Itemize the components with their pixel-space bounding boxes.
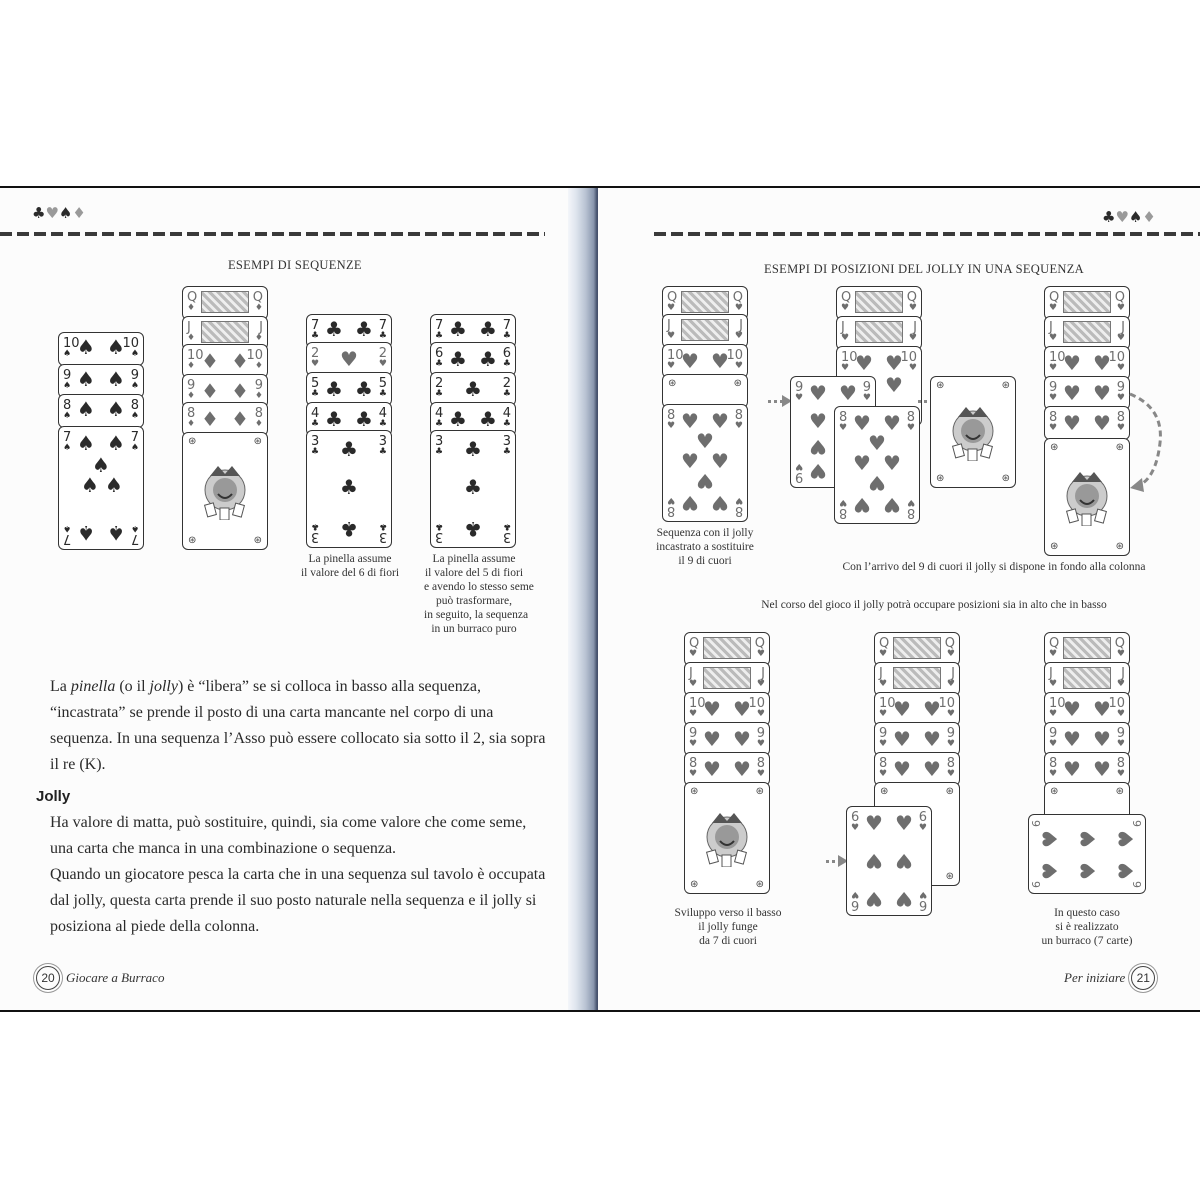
card-jolly: ⊛⊛ ⊛⊛ xyxy=(182,432,268,550)
paragraph-pinella: La pinella (o il jolly) è “libera” se si… xyxy=(50,678,546,773)
jester-icon xyxy=(705,813,748,867)
arrow-dotted xyxy=(826,860,840,863)
card-10-hearts: 10♥♥♥10♥ xyxy=(1044,346,1130,380)
card-8-spades: 8♠♠♠8♠ xyxy=(58,394,144,428)
card-10-spades: 10♠♠♠10♠ xyxy=(58,332,144,366)
card-j-hearts: J♥J♥ xyxy=(1044,316,1130,350)
card-5-clubs: 5♣♣♣5♣ xyxy=(306,372,392,406)
card-8-diamonds: 8♦♦♦8♦ xyxy=(182,402,268,436)
card-2-clubs-pinella: 2♣♣2♣ xyxy=(430,372,516,406)
section-title: ESEMPI DI POSIZIONI DEL JOLLY IN UNA SEQ… xyxy=(764,262,1084,276)
card-8-hearts: 8♥♥♥8♥ xyxy=(874,752,960,786)
header-suits: ♣♥♠♦ xyxy=(1102,208,1156,226)
card-jolly: ⊛⊛ ⊛⊛ xyxy=(1044,438,1130,556)
right-page: ♣♥♠♦ ESEMPI DI POSIZIONI DEL JOLLY IN UN… xyxy=(598,188,1200,1010)
card-8-hearts: 8♥♥♥8♥ xyxy=(1044,752,1130,786)
card-10-diamonds: 10♦♦♦10♦ xyxy=(182,344,268,378)
arrow-dotted xyxy=(768,400,782,403)
card-q-diamonds: Q♦Q♦ xyxy=(182,286,268,320)
card-j-hearts: J♥J♥ xyxy=(874,662,960,696)
card-q-hearts: Q♥Q♥ xyxy=(684,632,770,666)
club-icon: ♣ xyxy=(32,204,46,222)
spade-icon: ♠ xyxy=(1128,208,1143,226)
header-suits: ♣♥♠♦ xyxy=(32,204,86,222)
card-9-spades: 9♠♠♠9♠ xyxy=(58,364,144,398)
footer-left: 20 Giocare a Burraco xyxy=(36,966,164,990)
arrow-right-icon xyxy=(782,395,792,407)
diamond-icon: ♦ xyxy=(1142,208,1156,226)
caption-col4: La pinella assume il valore del 5 di fio… xyxy=(424,553,534,635)
card-10-hearts: 10♥♥♥10♥ xyxy=(1044,692,1130,726)
caption-col3: La pinella assume il valore del 6 di fio… xyxy=(300,553,400,579)
card-j-hearts: J♥J♥ xyxy=(662,314,748,348)
heart-icon: ♥ xyxy=(1115,208,1129,226)
running-title: Giocare a Burraco xyxy=(66,970,165,985)
curved-arrow-icon xyxy=(1129,392,1162,492)
card-9-hearts: 9♥♥♥9♥ xyxy=(1044,722,1130,756)
card-10-hearts: 10♥♥♥10♥ xyxy=(662,344,748,378)
diamond-icon: ♦ xyxy=(72,204,86,222)
card-j-hearts: J♥J♥ xyxy=(1044,662,1130,696)
card-8-hearts: 8♥♥♥8♥ xyxy=(1044,406,1130,440)
jester-icon xyxy=(1065,472,1108,526)
card-jolly-displaced: ⊛⊛ ⊛⊛ xyxy=(930,376,1016,488)
arrow-right-icon xyxy=(838,855,848,867)
header-dashed-rule xyxy=(0,232,545,236)
header-dashed-rule xyxy=(654,232,1200,236)
heart-icon: ♥ xyxy=(45,204,59,222)
card-3-clubs: 3♣3♣ ♣♣♣ 3♣3♣ xyxy=(306,430,392,548)
card-j-hearts: J♥J♥ xyxy=(836,316,922,350)
spade-icon: ♠ xyxy=(58,204,73,222)
footer-right: Per iniziare 21 xyxy=(1064,966,1156,990)
book-spine xyxy=(568,188,600,1010)
middle-caption: Nel corso del gioco il jolly potrà occup… xyxy=(761,599,1107,611)
card-q-hearts: Q♥Q♥ xyxy=(836,286,922,320)
heading-jolly: Jolly xyxy=(36,788,71,805)
card-jolly-partial: ⊛⊛ xyxy=(662,374,748,408)
caption-arrivo-9: Con l’arrivo del 9 di cuori il jolly si … xyxy=(842,561,1146,573)
club-icon: ♣ xyxy=(1102,208,1116,226)
caption-jolly-incastrato: Sequenza con il jolly incastrato a sosti… xyxy=(656,527,754,567)
card-6-clubs: 6♣♣♣6♣ xyxy=(430,342,516,376)
book-spread: ♣♥♠♦ ESEMPI DI SEQUENZE 10♠♠♠10♠ 9♠♠♠9♠ … xyxy=(0,186,1200,1012)
card-q-hearts: Q♥Q♥ xyxy=(874,632,960,666)
paragraph-jolly-2: Quando un giocatore pesca la carta che i… xyxy=(50,866,546,935)
card-9-hearts: 9♥♥♥9♥ xyxy=(874,722,960,756)
running-title: Per iniziare xyxy=(1064,970,1126,985)
card-6-hearts-horizontal: ♥♥♥ ♥♥♥ 6 6 6 6 xyxy=(1028,814,1146,894)
card-9-hearts: 9♥♥♥9♥ xyxy=(684,722,770,756)
card-q-hearts: Q♥Q♥ xyxy=(1044,286,1130,320)
caption-sviluppo-basso: Sviluppo verso il basso il jolly funge d… xyxy=(674,907,782,947)
left-page: ♣♥♠♦ ESEMPI DI SEQUENZE 10♠♠♠10♠ 9♠♠♠9♠ … xyxy=(0,188,580,1010)
card-10-hearts: 10♥♥♥10♥ xyxy=(874,692,960,726)
card-10-hearts: 10♥♥♥10♥ xyxy=(684,692,770,726)
jester-icon xyxy=(203,466,246,520)
card-q-hearts: Q♥Q♥ xyxy=(1044,632,1130,666)
section-title: ESEMPI DI SEQUENZE xyxy=(228,258,362,272)
card-8-hearts: 8♥8♥ ♥♥ ♥ ♥♥ ♥ ♥♥ 8♥8♥ xyxy=(662,404,748,522)
caption-burraco: In questo caso si è realizzato un burrac… xyxy=(1041,907,1133,947)
page-number: 20 xyxy=(36,966,60,990)
page-number: 21 xyxy=(1131,966,1156,990)
card-8-hearts: 8♥8♥ ♥♥ ♥ ♥♥ ♥ ♥♥ 8♥8♥ xyxy=(834,406,920,524)
card-j-hearts: J♥J♥ xyxy=(684,662,770,696)
card-9-hearts: 9♥♥♥9♥ xyxy=(1044,376,1130,410)
card-jolly: ⊛⊛ ⊛⊛ xyxy=(684,782,770,894)
jester-icon xyxy=(951,407,994,461)
paragraph-jolly-1: Ha valore di matta, può sostituire, quin… xyxy=(50,814,527,857)
card-2-hearts-pinella: 2♥♥2♥ xyxy=(306,342,392,376)
card-8-hearts: 8♥♥♥8♥ xyxy=(684,752,770,786)
card-6-hearts: 6♥6♥ ♥♥ ♥♥ ♥♥ 6♥6♥ xyxy=(846,806,932,916)
card-7-spades: 7♠7♠ ♠♠ ♠ ♠♠ ♠♠ 7♠7♠ xyxy=(58,426,144,550)
card-3-clubs-b: 3♣3♣ ♣♣♣ 3♣3♣ xyxy=(430,430,516,548)
arrow-dotted xyxy=(918,400,932,403)
